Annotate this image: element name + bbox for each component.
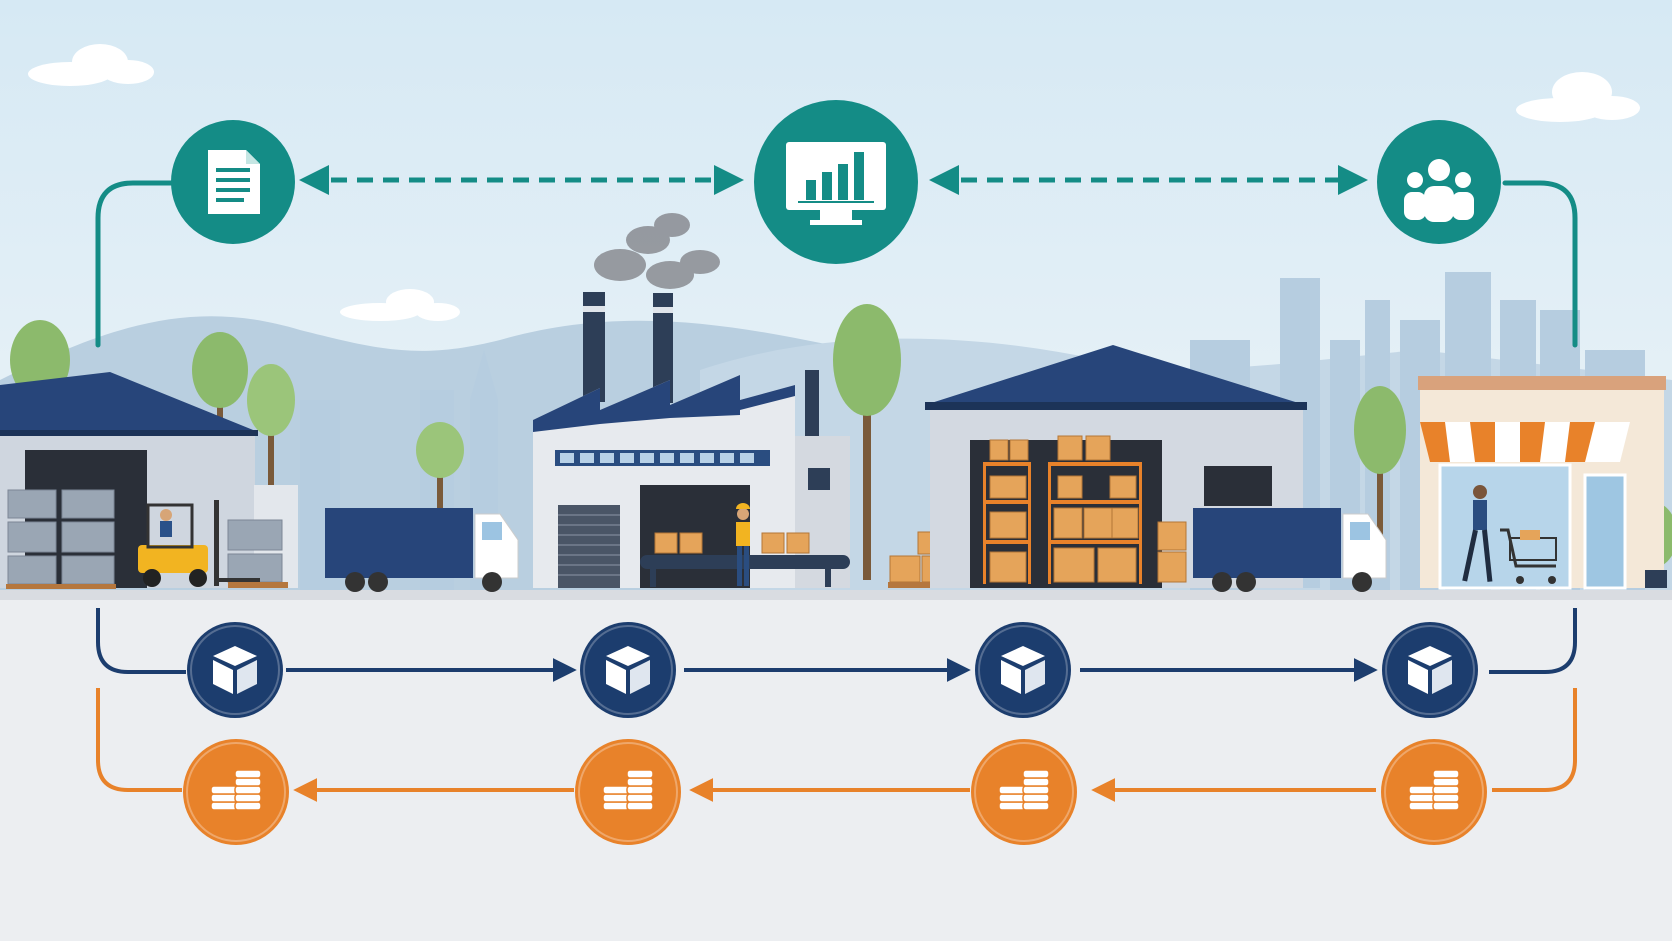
stage-retailer-store xyxy=(1418,376,1667,590)
shopping-cart-icon xyxy=(1500,528,1557,584)
tree xyxy=(416,422,464,520)
tree xyxy=(833,304,901,580)
stage-supplier-warehouse xyxy=(0,372,298,589)
customer xyxy=(1462,485,1493,582)
product-flow xyxy=(96,608,1577,718)
coin-stack-icon xyxy=(183,739,289,845)
worker-factory xyxy=(736,503,750,586)
awning xyxy=(1420,422,1630,462)
analytics-monitor-icon xyxy=(754,100,918,264)
truck-1 xyxy=(325,508,519,592)
document-icon xyxy=(171,120,295,244)
forklift xyxy=(138,500,260,587)
package-box-icon xyxy=(975,622,1071,718)
package-box-icon xyxy=(580,622,676,718)
coin-stack-icon xyxy=(971,739,1077,845)
cloud xyxy=(1516,72,1640,122)
stage-manufacturer-factory xyxy=(533,213,850,588)
smoke xyxy=(594,213,720,289)
package-box-icon xyxy=(1382,622,1478,718)
coin-stack-icon xyxy=(1381,739,1487,845)
tree xyxy=(1354,386,1406,540)
warehouse-shelves xyxy=(983,435,1142,584)
tree xyxy=(247,364,295,510)
coin-stack-icon xyxy=(575,739,681,845)
cloud xyxy=(340,289,460,321)
clouds xyxy=(28,44,1640,321)
material-stacks xyxy=(7,489,283,585)
information-flow xyxy=(95,100,1578,348)
truck-2 xyxy=(1193,508,1387,592)
package-box-icon xyxy=(187,622,283,718)
conveyor xyxy=(640,503,850,587)
cloud xyxy=(28,44,154,86)
cash-flow xyxy=(96,688,1577,845)
customers-icon xyxy=(1377,120,1501,244)
